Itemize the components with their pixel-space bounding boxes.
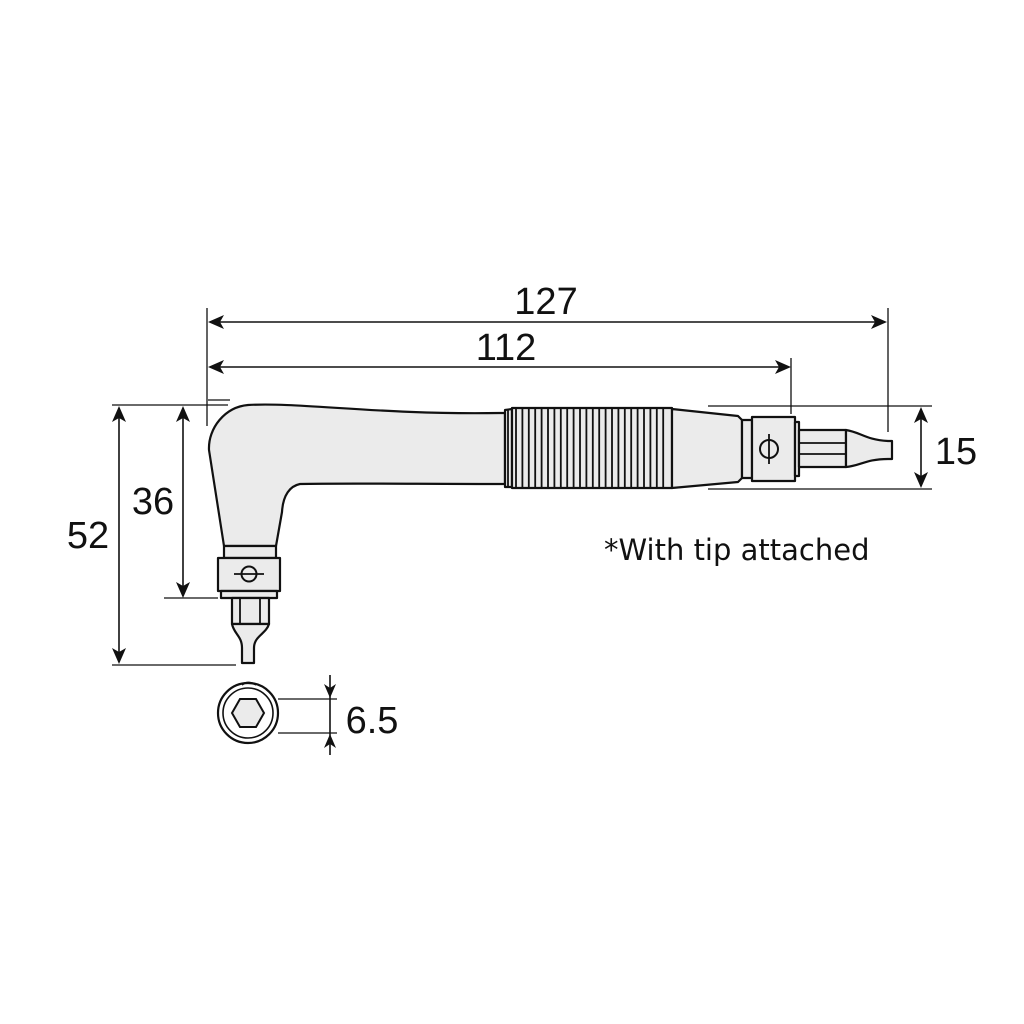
- dimension-label-head-height: 36: [132, 481, 174, 523]
- dimension-label-overall: 127: [514, 281, 577, 323]
- dimension-label-body: 112: [476, 327, 537, 369]
- hex-socket-view: 6.5: [216, 675, 399, 755]
- ribbed-grip: [510, 406, 674, 490]
- lock-marker-icon: [234, 565, 264, 583]
- tool-head-bit: [216, 544, 282, 665]
- tool-handle: [207, 403, 514, 548]
- dimension-15: 15: [708, 405, 977, 490]
- dimension-52: 52: [67, 404, 236, 666]
- tip-note: *With tip attached: [604, 533, 869, 567]
- dimension-label-total-height: 52: [67, 515, 109, 557]
- lock-marker-icon: [759, 434, 779, 464]
- dimension-36: 36: [132, 406, 218, 599]
- dimension-label-tip-height: 15: [935, 431, 977, 473]
- dimension-127: 127: [206, 281, 889, 432]
- dimension-112: 112: [208, 327, 792, 414]
- dimension-label-hex: 6.5: [346, 700, 399, 742]
- tool-chuck: [670, 407, 894, 490]
